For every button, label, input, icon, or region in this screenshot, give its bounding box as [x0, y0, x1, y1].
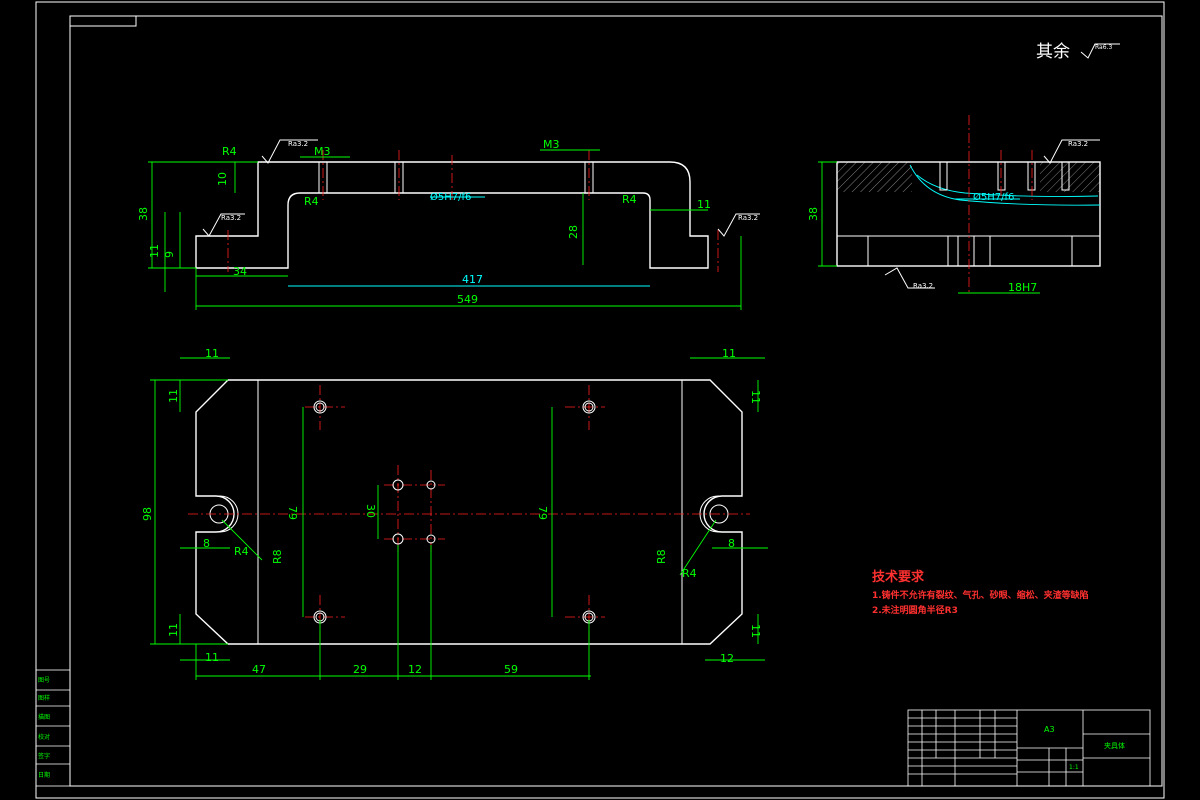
front-section-outline	[195, 161, 709, 269]
top-radius-right-big: R8	[655, 549, 668, 564]
top-dim-corner-tl-v: 11	[167, 389, 180, 403]
front-dim-inner-length: 417	[462, 273, 483, 286]
top-dim-small-span: 30	[364, 504, 377, 518]
top-dim-hole-span-right: 79	[536, 506, 549, 520]
top-dim-corner-br-v: 11	[749, 624, 762, 638]
surface-note: 其余 Ra6.3	[1036, 42, 1120, 62]
side-pin-hole: Ø5H7/f6	[973, 191, 1014, 203]
side-roughness-bottom: Ra3.2	[913, 282, 933, 290]
left-strip-4: 校对	[38, 733, 50, 741]
front-dim-pocket-depth: 28	[567, 225, 580, 239]
surface-note-label: 其余	[1036, 42, 1070, 62]
top-dim-corner-tr-v: 11	[749, 390, 762, 404]
left-strip-1: 图号	[38, 677, 50, 684]
left-strip-6: 日期	[38, 771, 50, 779]
top-dim-hole-span-left: 79	[286, 506, 299, 520]
front-radius-outer: R4	[222, 145, 237, 158]
surface-note-roughness: Ra6.3	[1095, 44, 1112, 51]
side-roughness-top: Ra3.2	[1068, 140, 1088, 148]
top-dim-corner-bl-v: 11	[167, 623, 180, 637]
top-dim-corner-tl-h: 11	[205, 347, 219, 360]
top-dim-slot-right: 8	[728, 537, 735, 550]
top-view: 98 11 11 11 11 11 11 12 11 79 79 30 8 8 …	[141, 347, 768, 680]
front-dim-step-height: 11	[148, 244, 161, 258]
top-holes	[313, 400, 596, 624]
top-radius-right-small: R4	[682, 567, 697, 580]
top-dim-width: 98	[141, 507, 154, 521]
top-dim-x3: 12	[408, 663, 422, 676]
front-dim-height: 38	[137, 207, 150, 221]
front-dim-overall-length: 549	[457, 293, 478, 306]
side-dim-slot: 18H7	[1008, 281, 1037, 294]
top-radius-left-small: R4	[234, 545, 249, 558]
side-view: 38 Ø5H7/f6 18H7 Ra3.2 Ra3.2	[807, 115, 1101, 295]
front-thread-right: M3	[543, 138, 560, 151]
top-dim-corner-tr-h: 11	[722, 347, 736, 360]
front-dim-right-step: 11	[697, 198, 711, 211]
tech-item-2: 2.未注明圆角半径R3	[872, 604, 958, 616]
left-strip-3: 描图	[38, 713, 50, 721]
sheet-outer-border	[35, 1, 1165, 799]
top-radius-left-big: R8	[271, 549, 284, 564]
title-part-name: 夹具体	[1104, 741, 1125, 750]
top-dim-x1: 47	[252, 663, 266, 676]
left-strip-5: 签字	[38, 752, 50, 760]
sheet-inner-border	[69, 15, 1163, 787]
tech-item-1: 1.铸件不允许有裂纹、气孔、砂眼、缩松、夹渣等缺陷	[872, 589, 1089, 601]
front-roughness-left: Ra3.2	[221, 214, 241, 222]
front-roughness-top: Ra3.2	[288, 140, 308, 148]
left-strip: 图号 图样 描图 校对 签字 日期	[35, 669, 71, 787]
top-dim-corner-bl-h: 11	[205, 651, 219, 664]
tech-requirements: 技术要求 1.铸件不允许有裂纹、气孔、砂眼、缩松、夹渣等缺陷 2.未注明圆角半径…	[872, 569, 1089, 616]
top-outline	[195, 379, 743, 645]
front-dim-top-thickness: 10	[216, 172, 229, 186]
left-strip-2: 图样	[38, 694, 50, 702]
front-dim-left-step: 34	[233, 265, 247, 278]
code-box	[69, 15, 137, 27]
side-dim-height: 38	[807, 207, 820, 221]
front-thread-left: M3	[314, 145, 331, 158]
title-scale: 1:1	[1069, 764, 1079, 771]
front-pin-hole: Ø5H7/f6	[430, 191, 471, 203]
top-dim-x4: 59	[504, 663, 518, 676]
front-radius-inner: R4	[304, 195, 319, 208]
title-sheet-size: A3	[1044, 725, 1055, 734]
front-dim-step-small: 9	[163, 251, 176, 258]
top-dim-x2: 29	[353, 663, 367, 676]
tech-title: 技术要求	[872, 569, 925, 585]
front-radius-right: R4	[622, 193, 637, 206]
title-block: A3 夹具体 1:1	[907, 709, 1151, 787]
front-roughness-right: Ra3.2	[738, 214, 758, 222]
top-dim-slot-left: 8	[203, 537, 210, 550]
front-view: 38 11 9 10 28 34 417 549 11 M3 M3 Ø5H7/f…	[137, 138, 760, 310]
top-dim-corner-br-h: 12	[720, 652, 734, 665]
